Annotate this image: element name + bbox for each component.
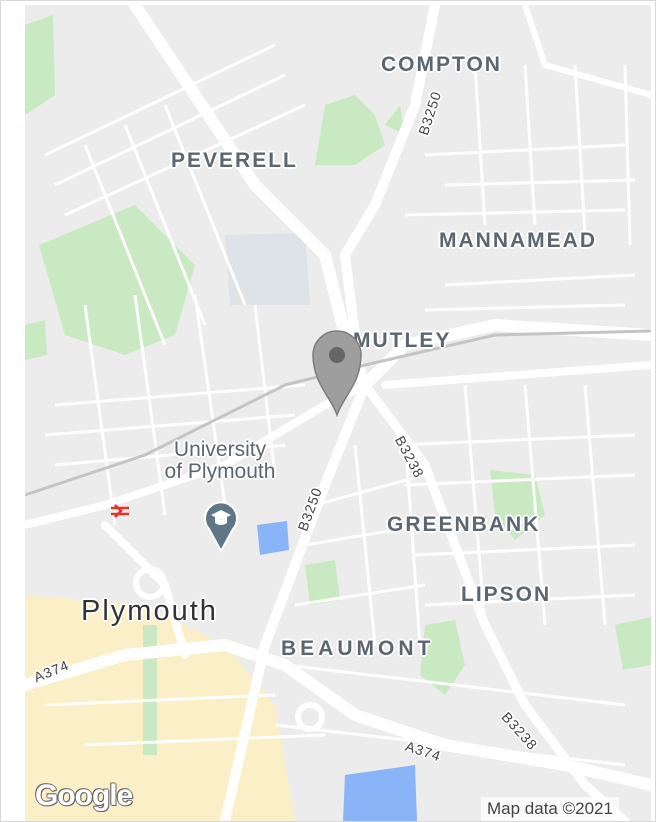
- poi-label-university[interactable]: University of Plymouth: [145, 439, 295, 483]
- map-canvas[interactable]: COMPTON PEVERELL MANNAMEAD MUTLEY GREENB…: [25, 5, 651, 821]
- map-attribution[interactable]: Map data ©2021: [481, 797, 619, 821]
- area-label-compton: COMPTON: [381, 53, 502, 76]
- graduation-cap-icon[interactable]: [203, 499, 239, 553]
- area-label-lipson: LIPSON: [461, 583, 552, 606]
- area-label-mutley: MUTLEY: [353, 329, 452, 352]
- poi-label-line2: of Plymouth: [164, 460, 276, 483]
- google-logo[interactable]: Google: [35, 779, 133, 812]
- poi-label-line1: University: [173, 438, 267, 461]
- area-label-greenbank: GREENBANK: [387, 513, 541, 536]
- area-label-mannamead: MANNAMEAD: [439, 229, 597, 252]
- map-base-layer: [25, 5, 651, 821]
- city-label-plymouth: Plymouth: [81, 595, 218, 627]
- map-marker-icon[interactable]: [309, 327, 365, 417]
- national-rail-icon[interactable]: [109, 503, 131, 519]
- area-label-peverell: PEVERELL: [171, 149, 298, 172]
- area-label-beaumont: BEAUMONT: [281, 637, 435, 660]
